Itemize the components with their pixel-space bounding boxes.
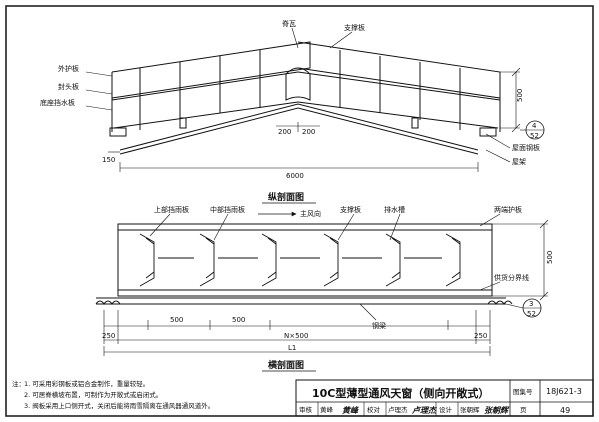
title-block-page-label: 页	[520, 406, 527, 414]
title-block-designer: 张朝辉	[460, 405, 480, 414]
checker-signature: 卢理杰	[412, 405, 437, 415]
dim-base-left: 150	[102, 156, 115, 164]
dim-top-height: 500	[516, 89, 524, 102]
title-block: 10C型薄型通风天窗（侧向开敞式） 图集号 18J621-3 审核 黄峰 黄峰 …	[295, 379, 594, 417]
cross-section: 主风向 上部挡雨板 中部挡雨板 支撑板 排水槽 两端护板 供货分界线 钢梁 50…	[95, 205, 554, 372]
dim-seg1: 500	[170, 316, 183, 324]
title-block-atlas-no: 18J621-3	[546, 387, 582, 396]
label-support-plate-top: 支撑板	[344, 23, 365, 32]
title-block-reviewer: 黄峰	[320, 405, 334, 414]
callout-top-page: 52	[530, 132, 539, 140]
dim-bottom-height: 500	[546, 251, 554, 264]
dim-gap-left: 200	[278, 128, 291, 136]
label-middle-baffle: 中部挡雨板	[210, 205, 245, 214]
label-outer-guard-plate: 外护板	[58, 64, 79, 73]
dim-right-margin: 250	[474, 332, 487, 340]
note-item-3: 3. 阀板采用上口侧开式，关闭后能将雨雪隔离在通风器通风道外。	[24, 401, 214, 410]
section-title-cross: 横剖面图	[268, 359, 304, 371]
label-end-guard-plate: 两端护板	[494, 205, 522, 214]
dim-seg2: 500	[232, 316, 245, 324]
label-end-seal-plate: 封头板	[58, 82, 79, 91]
title-block-review-label: 审核	[299, 405, 313, 414]
designer-signature: 张朝辉	[484, 405, 510, 415]
callout-bottom-num: 3	[529, 300, 533, 308]
label-steel-beam: 钢梁	[372, 321, 386, 330]
dim-total-l1: L1	[288, 344, 296, 352]
notes-heading: 注：	[12, 379, 25, 388]
label-base-water-plate: 底座挡水板	[40, 98, 75, 107]
dim-gap-right: 200	[302, 128, 315, 136]
callout-top-num: 4	[532, 122, 537, 130]
title-block-check-label: 校对	[367, 405, 381, 414]
label-roof-steel-plate: 屋面钢板	[512, 143, 540, 152]
notes: 注： 1. 可采用彩钢板或铝合金制作，重量较轻。 2. 可居脊横坡布置，可制作为…	[12, 379, 214, 410]
label-supply-line: 供货分界线	[494, 273, 529, 282]
longitudinal-section: 脊瓦 支撑板 外护板 封头板 底座挡水板 屋面钢板 屋架 500 200 200…	[40, 19, 545, 204]
title-block-atlas-label: 图集号	[513, 387, 533, 396]
title-block-checker: 卢理杰	[388, 405, 408, 414]
title-block-page-no: 49	[560, 406, 570, 415]
label-support-plate-bottom: 支撑板	[340, 205, 361, 214]
callout-bottom: 3 52	[505, 298, 542, 318]
dim-n-times: N×500	[284, 332, 308, 340]
label-roof-frame: 屋架	[512, 158, 526, 166]
label-ridge-tile: 脊瓦	[282, 19, 296, 28]
label-drain-trough: 排水槽	[384, 205, 405, 214]
title-block-title: 10C型薄型通风天窗（侧向开敞式）	[312, 386, 489, 400]
title-block-design-label: 设计	[439, 405, 453, 414]
section-title-longitudinal: 纵剖面图	[268, 191, 304, 203]
callout-top: 4 52	[520, 120, 545, 140]
dim-total-width: 6000	[286, 172, 304, 180]
label-main-wind: 主风向	[300, 209, 321, 218]
note-item-1: 1. 可采用彩钢板或铝合金制作，重量较轻。	[24, 379, 149, 388]
dim-left-margin: 250	[102, 332, 115, 340]
callout-bottom-page: 52	[527, 310, 536, 318]
label-upper-baffle: 上部挡雨板	[154, 205, 189, 214]
note-item-2: 2. 可居脊横坡布置，可制作为开敞式或启闭式。	[24, 390, 162, 399]
reviewer-signature: 黄峰	[342, 405, 359, 415]
